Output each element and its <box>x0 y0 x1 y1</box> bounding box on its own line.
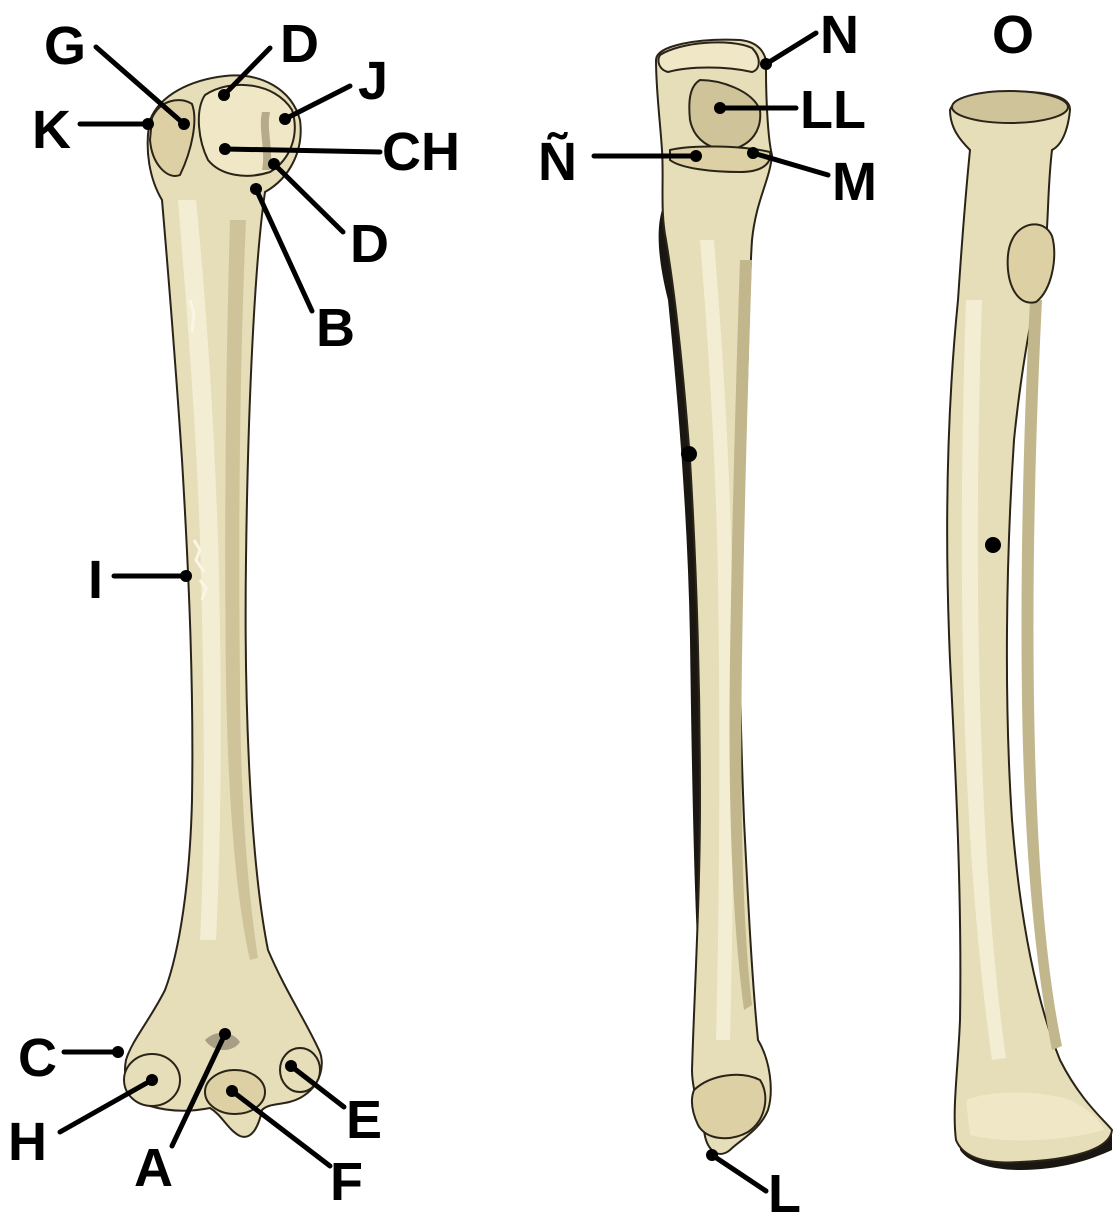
leader-N <box>766 33 816 64</box>
pointer-L <box>706 1149 718 1161</box>
leader-J <box>285 86 350 119</box>
label-M: M <box>832 152 877 212</box>
pointer-D-top <box>218 89 230 101</box>
label-CH: CH <box>382 122 460 182</box>
pointer-B <box>250 183 262 195</box>
label-G: G <box>44 16 86 76</box>
label-N-tilde: Ñ <box>538 132 577 192</box>
label-LL: LL <box>800 80 866 140</box>
label-I: I <box>88 550 103 610</box>
pointer-K <box>142 118 154 130</box>
label-N: N <box>820 5 859 65</box>
label-E: E <box>346 1090 382 1150</box>
label-L: L <box>768 1164 801 1215</box>
pointer-J <box>279 113 291 125</box>
ulna-nutrient-foramen <box>681 446 697 462</box>
label-D-mid: D <box>350 214 389 274</box>
humerus <box>124 75 322 1136</box>
label-A: A <box>134 1138 173 1198</box>
label-D-top: D <box>280 14 319 74</box>
radius-nutrient-foramen <box>985 537 1001 553</box>
pointer-F <box>226 1085 238 1097</box>
radius <box>947 91 1112 1170</box>
radius-tuberosity <box>1008 224 1055 302</box>
label-J: J <box>358 51 388 111</box>
leader-H <box>60 1080 152 1132</box>
pointer-I <box>180 570 192 582</box>
pointer-G <box>178 118 190 130</box>
leader-L <box>712 1155 766 1191</box>
leader-CH <box>225 149 380 152</box>
leader-D-mid <box>274 164 343 232</box>
label-B: B <box>316 298 355 358</box>
pointer-CH <box>219 143 231 155</box>
label-K: K <box>32 100 71 160</box>
pointer-C <box>112 1046 124 1058</box>
pointer-N-tilde <box>690 150 702 162</box>
pointer-A <box>219 1028 231 1040</box>
label-H: H <box>8 1112 47 1172</box>
ulna-body <box>656 40 772 1154</box>
pointer-M <box>747 147 759 159</box>
pointer-N <box>760 58 772 70</box>
pointer-E <box>285 1060 297 1072</box>
humerus-body <box>125 75 322 1136</box>
label-O: O <box>992 5 1034 65</box>
pointer-LL <box>714 102 726 114</box>
radius-head <box>952 91 1068 123</box>
pointer-H <box>146 1074 158 1086</box>
leader-G <box>96 47 184 124</box>
pointer-D-mid <box>268 158 280 170</box>
label-F: F <box>330 1152 363 1212</box>
label-C: C <box>18 1028 57 1088</box>
humerus-head <box>199 85 295 176</box>
leader-B <box>256 189 312 311</box>
ulna <box>656 40 772 1154</box>
